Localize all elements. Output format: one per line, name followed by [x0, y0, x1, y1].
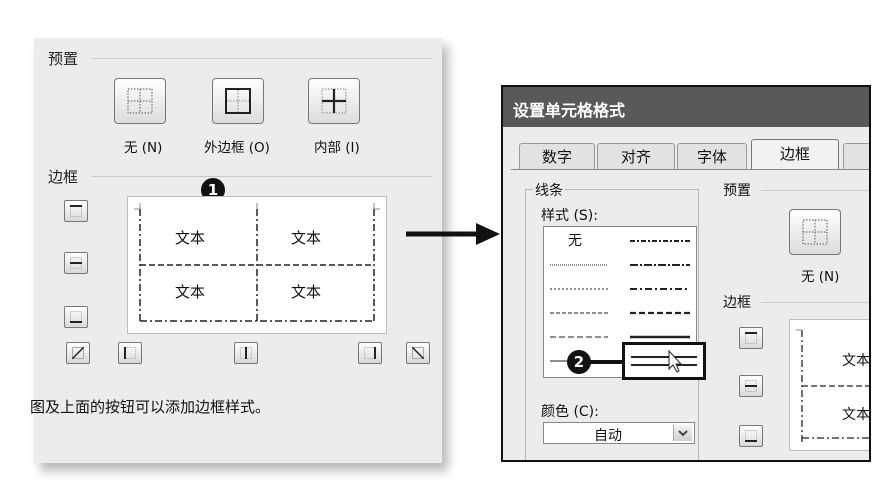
border-group-label: 边框 — [48, 168, 79, 186]
dialog-titlebar: 设置单元格格式 — [503, 87, 869, 127]
border-none-icon — [802, 219, 828, 245]
border-bottom-button[interactable] — [64, 306, 88, 328]
color-label: 颜色 (C): — [541, 404, 599, 420]
color-value: 自动 — [594, 428, 622, 444]
style-label: 样式 (S): — [541, 208, 598, 224]
dropdown-button[interactable] — [673, 425, 692, 441]
line-group-label: 线条 — [533, 180, 565, 200]
tab-border[interactable]: 边框 — [751, 139, 839, 169]
group-divider — [761, 190, 869, 191]
dialog-border-group-label: 边框 — [721, 292, 753, 312]
diagonal-up-icon — [72, 347, 84, 359]
dialog-border-horizontal-button[interactable] — [739, 375, 763, 397]
dialog-preview-text: 文本 — [842, 407, 870, 423]
border-diagonal-down-button[interactable] — [406, 342, 430, 364]
step-badge-2: 2 — [567, 350, 591, 374]
border-vertical-icon — [240, 347, 252, 359]
border-diagonal-up-button[interactable] — [66, 342, 90, 364]
border-preview[interactable]: 文本 文本 文本 文本 — [127, 196, 387, 334]
format-cells-dialog: 设置单元格格式 数字 对齐 字体 边框 线条 样式 (S): 无 — [501, 85, 871, 462]
preset-inside-button[interactable] — [308, 78, 360, 124]
dialog-preview-text: 文本 — [842, 353, 870, 369]
tab-number[interactable]: 数字 — [519, 143, 595, 169]
line-fieldset — [525, 189, 699, 460]
preset-none-label: 无 (N) — [124, 140, 163, 156]
group-divider — [761, 302, 869, 303]
border-horizontal-icon — [745, 380, 757, 392]
border-right-button[interactable] — [358, 342, 382, 364]
border-horizontal-icon — [70, 257, 82, 269]
group-divider — [92, 58, 432, 59]
diagonal-down-icon — [412, 347, 424, 359]
border-middle-vertical-button[interactable] — [234, 342, 258, 364]
dialog-border-preview[interactable]: 文本 文本 — [789, 319, 870, 451]
border-top-icon — [70, 205, 82, 217]
preview-cell-text: 文本 — [291, 229, 322, 247]
border-middle-horizontal-button[interactable] — [64, 252, 88, 274]
tab-more[interactable] — [843, 143, 869, 169]
style-none-option[interactable]: 无 — [568, 233, 582, 249]
line-style-samples — [550, 240, 690, 362]
arrow-right-icon — [406, 223, 500, 245]
border-right-icon — [364, 347, 376, 359]
border-left-icon — [124, 347, 136, 359]
double-line-sample — [631, 349, 697, 373]
preset-none-button[interactable] — [114, 78, 166, 124]
border-top-button[interactable] — [64, 200, 88, 222]
preset-outline-button[interactable] — [212, 78, 264, 124]
dialog-preview-lines — [796, 329, 869, 442]
border-inside-icon — [321, 88, 347, 114]
dialog-preset-none-label: 无 (N) — [801, 269, 840, 285]
tab-content — [511, 169, 869, 460]
border-left-button[interactable] — [118, 342, 142, 364]
color-select[interactable]: 自动 — [543, 422, 695, 444]
dialog-border-bottom-button[interactable] — [739, 425, 763, 447]
border-bottom-icon — [745, 430, 757, 442]
hint-text: 图及上面的按钮可以添加边框样式。 — [30, 398, 271, 416]
border-none-icon — [127, 88, 153, 114]
preview-cell-text: 文本 — [175, 229, 206, 247]
border-outline-icon — [225, 88, 251, 114]
dialog-title: 设置单元格格式 — [513, 101, 626, 120]
preview-cell-text: 文本 — [175, 283, 206, 301]
dialog-border-top-button[interactable] — [739, 327, 763, 349]
preset-outline-label: 外边框 (O) — [204, 140, 270, 156]
tab-alignment[interactable]: 对齐 — [597, 143, 675, 169]
chevron-down-icon — [678, 430, 688, 437]
dialog-preset-group-label: 预置 — [721, 180, 753, 200]
group-divider — [92, 176, 432, 177]
preview-lines — [134, 203, 380, 322]
tab-font[interactable]: 字体 — [677, 143, 747, 169]
border-settings-panel: 预置 无 (N) 外边框 (O) 内部 (I) 边框 1 — [30, 38, 442, 463]
border-top-icon — [745, 332, 757, 344]
border-bottom-icon — [70, 311, 82, 323]
preset-group-label: 预置 — [48, 50, 79, 68]
selected-line-style[interactable] — [622, 342, 706, 380]
preset-inside-label: 内部 (I) — [314, 140, 360, 156]
pointer-line — [589, 360, 623, 364]
preview-cell-text: 文本 — [291, 283, 322, 301]
dialog-preset-none-button[interactable] — [789, 209, 841, 255]
